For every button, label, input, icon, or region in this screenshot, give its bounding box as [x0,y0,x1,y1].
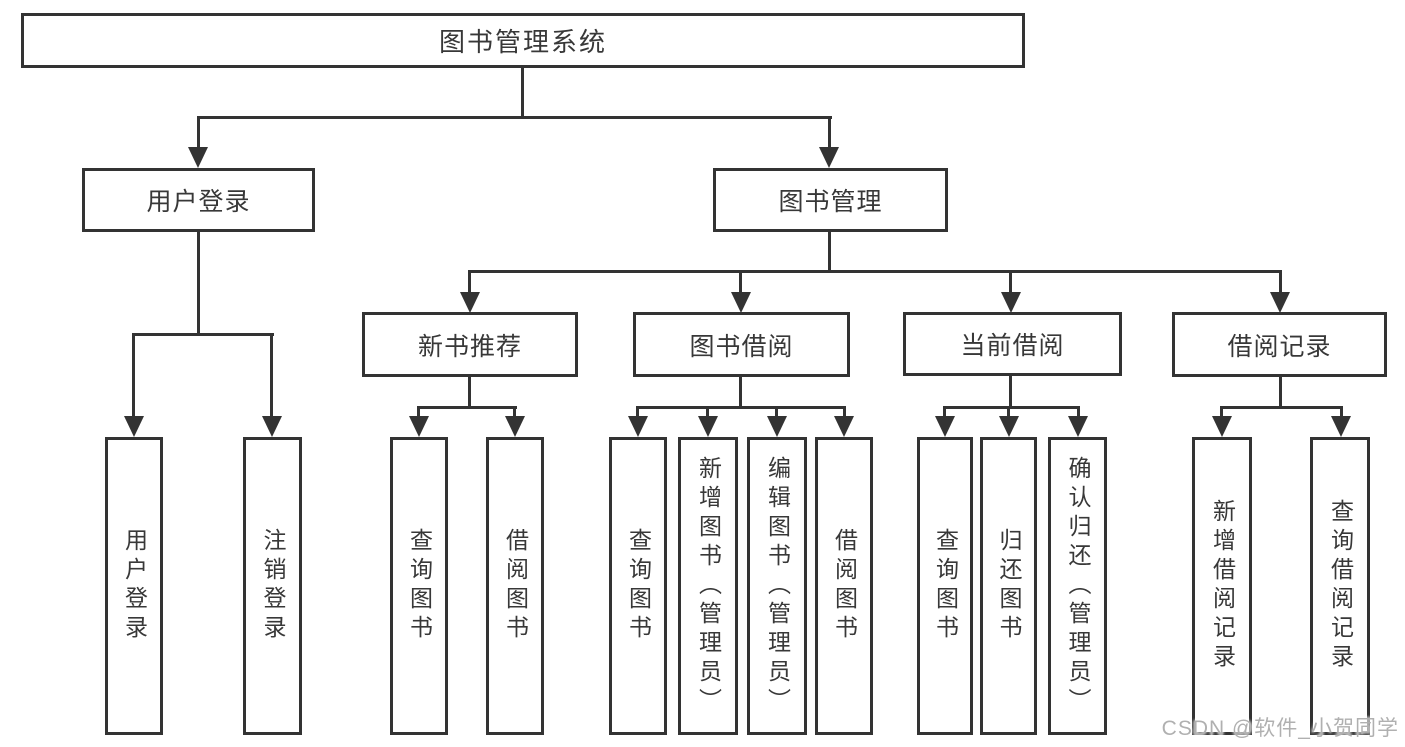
connector-l3-drop [1009,270,1012,296]
node-label: 用户登录 [146,188,251,216]
node-label: 图书管理系统 [438,27,607,57]
node-label: 新书推荐 [417,332,522,361]
leaf-query-books-current: 查询图书 [917,437,973,735]
node-library-management-system: 图书管理系统 [21,13,1025,68]
connector-l1-right-stem [828,116,831,150]
connector-leaf-drop [513,406,516,420]
connector-leaf-drop [775,406,778,420]
arrowhead [1001,292,1021,313]
connector-book-mgmt-stem [828,232,831,273]
leaf-add-borrow-record: 新增借阅记录 [1192,437,1252,735]
arrowhead [1331,416,1351,437]
arrowhead [409,416,429,437]
connector-g4-hline [943,406,1080,409]
leaf-add-book-admin: 新增图书（管理员） [678,437,738,735]
connector-l3-hline [468,270,1282,273]
leaf-label: 新增图书（管理员） [695,455,722,717]
leaf-return-books: 归还图书 [980,437,1037,735]
connector-g5-hline [1220,406,1343,409]
connector-l3-drop [468,270,471,296]
connector-leaf-drop [1340,406,1343,420]
leaf-borrow-books-borrowing: 借阅图书 [815,437,873,735]
arrowhead [935,416,955,437]
connector-g2-hline [417,406,517,409]
leaf-borrow-books-recommendation: 借阅图书 [486,437,544,735]
leaf-query-borrow-record: 查询借阅记录 [1310,437,1370,735]
leaf-logout: 注销登录 [243,437,302,735]
arrowhead [124,416,144,437]
node-label: 当前借阅 [960,332,1065,360]
node-label: 借阅记录 [1227,332,1332,361]
node-book-management: 图书管理 [713,168,948,232]
connector-leaf-drop [706,406,709,420]
connector-l1-left-stem [197,116,200,150]
connector-leaf-drop [1007,406,1010,420]
node-current-borrowing: 当前借阅 [903,312,1122,376]
leaf-label: 查询图书 [406,528,433,644]
connector-l3-drop [1279,270,1282,296]
arrowhead [1212,416,1232,437]
node-new-book-recommendation: 新书推荐 [362,312,578,377]
leaf-query-books-recommendation: 查询图书 [390,437,448,735]
arrowhead [767,416,787,437]
leaf-label: 编辑图书（管理员） [764,455,791,717]
arrowhead [628,416,648,437]
arrowhead [460,292,480,313]
connector-leaf-drop [417,406,420,420]
arrowhead [731,292,751,313]
leaf-label: 查询图书 [625,528,652,644]
node-user-login: 用户登录 [82,168,315,232]
arrowhead [188,147,208,168]
connector-leaf-drop [1220,406,1223,420]
leaf-label: 借阅图书 [831,528,858,644]
connector-user-login-stem [197,232,200,336]
leaf-label: 注销登录 [260,528,286,644]
node-borrowing-records: 借阅记录 [1172,312,1387,377]
arrowhead [262,416,282,437]
connector-leaf-drop [843,406,846,420]
leaf-label: 新增借阅记录 [1209,499,1236,673]
arrowhead [819,147,839,168]
connector-g1-drop [270,333,273,421]
connector-l1-hline [197,116,832,119]
connector-g3-hline [636,406,846,409]
leaf-label: 查询借阅记录 [1327,499,1354,673]
connector-l3-drop [739,270,742,296]
connector-g1-hline [132,333,274,336]
connector-records-stem [1279,375,1282,408]
arrowhead [1068,416,1088,437]
arrowhead [1270,292,1290,313]
connector-leaf-drop [943,406,946,420]
connector-rec-stem [468,375,471,408]
leaf-label: 用户登录 [121,528,148,644]
leaf-label: 归还图书 [996,528,1022,644]
leaf-query-books-borrowing: 查询图书 [609,437,667,735]
arrowhead [999,416,1019,437]
arrowhead [834,416,854,437]
connector-leaf-drop [1077,406,1080,420]
leaf-label: 确认归还（管理员） [1065,455,1091,717]
arrowhead [505,416,525,437]
csdn-watermark: CSDN @软件_小贺同学 [1161,717,1399,740]
leaf-label: 查询图书 [932,528,959,644]
connector-borrow-stem [739,375,742,408]
leaf-confirm-return-admin: 确认归还（管理员） [1048,437,1107,735]
leaf-label: 借阅图书 [502,528,529,644]
leaf-user-login: 用户登录 [105,437,163,735]
leaf-edit-book-admin: 编辑图书（管理员） [747,437,807,735]
node-book-borrowing: 图书借阅 [633,312,850,377]
connector-root-stem [521,67,524,119]
connector-current-stem [1009,375,1012,408]
node-label: 图书管理 [778,188,883,216]
connector-g1-drop [132,333,135,421]
arrowhead [698,416,718,437]
node-label: 图书借阅 [689,332,794,361]
connector-leaf-drop [636,406,639,420]
